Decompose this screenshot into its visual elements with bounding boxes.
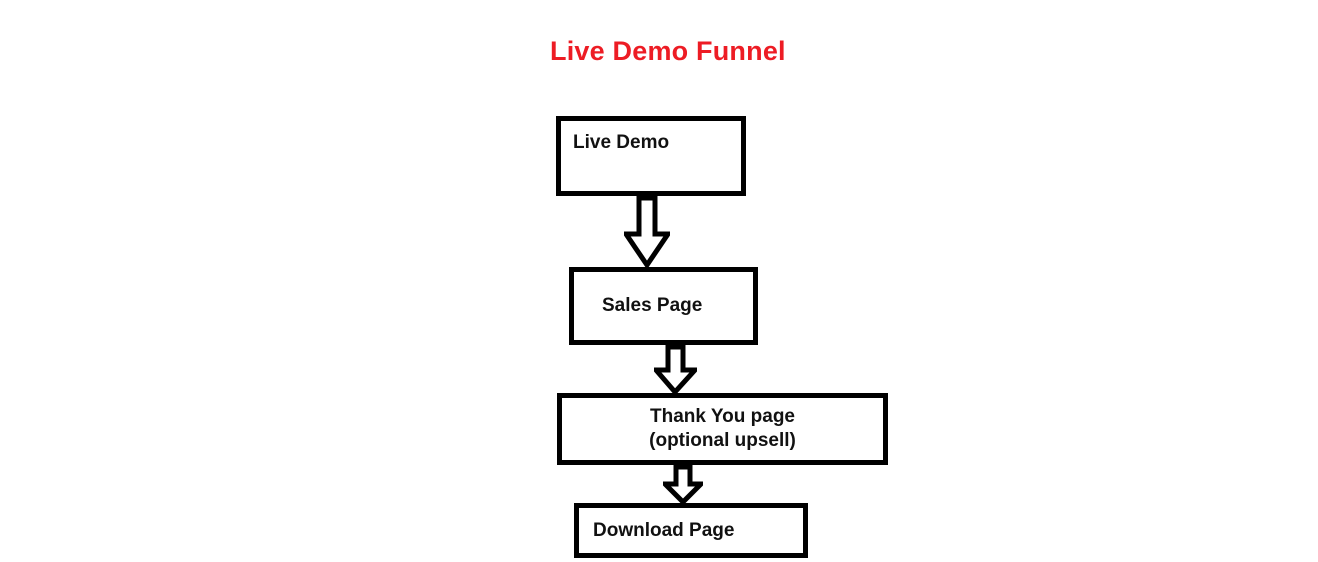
flow-node-label: Thank You page (optional upsell) <box>649 405 796 451</box>
flow-node-thank-you-page[interactable]: Thank You page (optional upsell) <box>557 393 888 465</box>
arrow-down-icon-live-demo-to-sales-page <box>624 196 670 268</box>
flow-node-sales-page[interactable]: Sales Page <box>569 267 758 345</box>
flow-node-label: Sales Page <box>602 295 703 317</box>
flow-node-label: Live Demo <box>573 132 670 153</box>
page-title: Live Demo Funnel <box>550 36 786 66</box>
flow-node-label: Download Page <box>593 519 735 541</box>
flow-node-live-demo[interactable]: Live Demo <box>556 116 746 196</box>
arrow-down-icon-sales-page-to-thank-you <box>654 345 697 395</box>
arrow-down-icon-thank-you-to-download-page <box>663 465 703 505</box>
flow-node-download-page[interactable]: Download Page <box>574 503 808 558</box>
